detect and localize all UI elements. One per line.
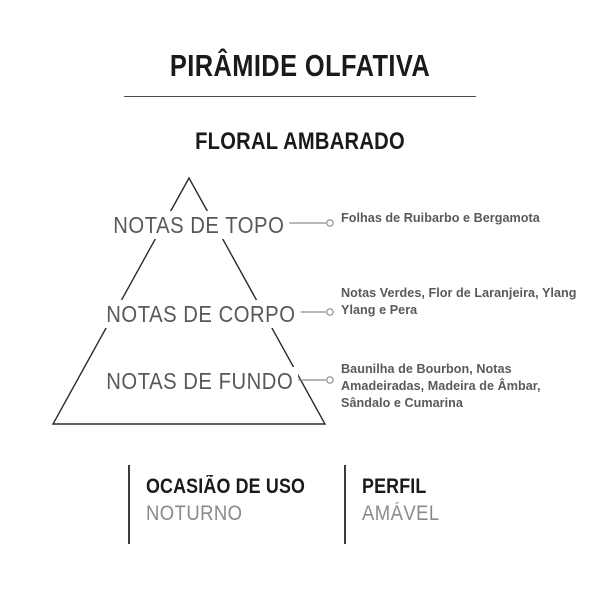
attribute-occasion-value: NOTURNO	[146, 501, 243, 525]
attribute-occasion-title: OCASIÃO DE USO	[146, 475, 306, 498]
page-title: PIRÂMIDE OLFATIVA	[169, 48, 431, 83]
attribute-divider-profile	[344, 465, 346, 544]
pyramid-level-label-top: NOTAS DE TOPO	[108, 211, 290, 240]
connector-dot-bottom	[326, 376, 334, 384]
fragrance-family-subtitle: FLORAL AMBARADO	[195, 128, 405, 155]
pyramid-level-description-bottom: Baunilha de Bourbon, Notas Amadeiradas, …	[341, 362, 541, 410]
attribute-occasion-body: OCASIÃO DE USO NOTURNO	[146, 475, 333, 526]
connector-dot-middle	[326, 308, 334, 316]
attribute-profile-body: PERFIL AMÁVEL	[362, 475, 450, 526]
pyramid-level-label-bottom: NOTAS DE FUNDO	[101, 367, 299, 396]
pyramid-level-description-middle: Notas Verdes, Flor de Laranjeira, Ylang …	[341, 286, 577, 317]
pyramid-level-label-middle: NOTAS DE CORPO	[101, 300, 301, 329]
attribute-profile-title: PERFIL	[362, 475, 427, 498]
attribute-profile-value: AMÁVEL	[362, 501, 440, 525]
pyramid-level-description-top: Folhas de Ruibarbo e Bergamota	[341, 211, 540, 225]
title-divider	[124, 96, 476, 97]
connector-dot-top	[326, 219, 334, 227]
attribute-divider-occasion	[128, 465, 130, 544]
